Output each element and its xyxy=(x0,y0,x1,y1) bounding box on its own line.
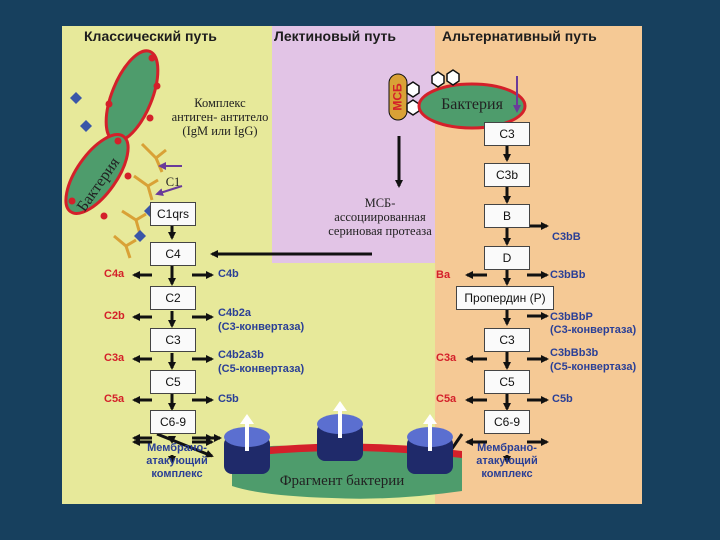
classic-step-c6-9: C6-9 xyxy=(150,410,196,434)
alt-product-c3a: C3a xyxy=(436,352,457,364)
alt-step-c3b: C3b xyxy=(484,163,530,187)
classic-product-c4b2a: C4b2a xyxy=(218,307,252,319)
classic-step-c4: C4 xyxy=(150,242,196,266)
header-alternative: Альтернативный путь xyxy=(442,28,597,44)
msb-label: МСБ xyxy=(390,83,405,111)
header-classic: Классический путь xyxy=(84,28,217,44)
classic-mac-label: Мембрано- атакующий комплекс xyxy=(146,442,208,480)
c1-label: C1 xyxy=(165,175,181,189)
alt-mac-label: Мембрано- атакующий комплекс xyxy=(476,442,538,480)
classic-product-c5a: C5a xyxy=(104,393,125,405)
alt-step-d: D xyxy=(484,246,530,270)
header-lectin: Лектиновый путь xyxy=(274,28,397,44)
alt-product-c3bb: C3bB xyxy=(552,231,581,243)
mac-pore-right xyxy=(407,414,453,474)
classic-step-c3: C3 xyxy=(150,328,196,352)
classic-product-c2b: C2b xyxy=(104,310,125,322)
mac-pore-left xyxy=(224,414,270,474)
diagram-graphics xyxy=(64,49,549,499)
classic-product-c3a: C3a xyxy=(104,352,125,364)
alt-step-c5: C5 xyxy=(484,370,530,394)
classic-product-c4b2a3b: C4b2a3b xyxy=(218,349,264,361)
classic-c3-convertase: (C3-конвертаза) xyxy=(218,321,305,333)
alt-product-c3bbb: C3bBb xyxy=(550,269,586,281)
alt-step-properdin: Пропердин (P) xyxy=(456,286,554,310)
alt-step-b: B xyxy=(484,204,530,228)
msb-molecule xyxy=(388,73,420,121)
msb-protease-label: МСБ- ассоциированная сериновая протеаза xyxy=(328,196,432,238)
alt-c3-convertase: (C3-конвертаза) xyxy=(550,324,637,336)
classic-bacteria-bottom xyxy=(64,133,132,220)
classic-product-c4a: C4a xyxy=(104,268,125,280)
bacterial-fragment-label: Фрагмент бактерии xyxy=(279,473,405,489)
alternative-bacteria-label: Бактерия xyxy=(441,96,503,113)
diagram-panel: Классический путь Лектиновый путь Альтер… xyxy=(62,26,642,504)
alt-product-c5b: C5b xyxy=(552,393,573,405)
alt-step-c6-9: C6-9 xyxy=(484,410,530,434)
classic-product-c5b: C5b xyxy=(218,393,239,405)
mac-pore-center xyxy=(317,401,363,461)
alternative-cascade-arrows xyxy=(465,144,549,464)
alt-step-c3-second: C3 xyxy=(484,328,530,352)
classic-step-c1qrs: C1qrs xyxy=(150,202,196,226)
antigen-antibody-complex-label: Комплекс антиген- антитело (IgM или IgG) xyxy=(171,96,269,138)
alt-product-c3bbbp: C3bBbP xyxy=(550,311,593,323)
alt-step-c3: C3 xyxy=(484,122,530,146)
classic-cascade-arrows xyxy=(132,224,214,464)
classic-step-c2: C2 xyxy=(150,286,196,310)
alt-c5-convertase: (C5-конвертаза) xyxy=(550,361,637,373)
classic-product-c4b: C4b xyxy=(218,268,239,280)
classic-c5-convertase: (C5-конвертаза) xyxy=(218,363,305,375)
classic-step-c5: C5 xyxy=(150,370,196,394)
classic-bacteria-top xyxy=(104,49,161,143)
alternative-bacteria xyxy=(417,69,527,130)
alt-product-c3bbb3b: C3bBb3b xyxy=(550,347,599,359)
alt-product-c5a: C5a xyxy=(436,393,457,405)
alt-product-ba: Ba xyxy=(436,269,451,281)
